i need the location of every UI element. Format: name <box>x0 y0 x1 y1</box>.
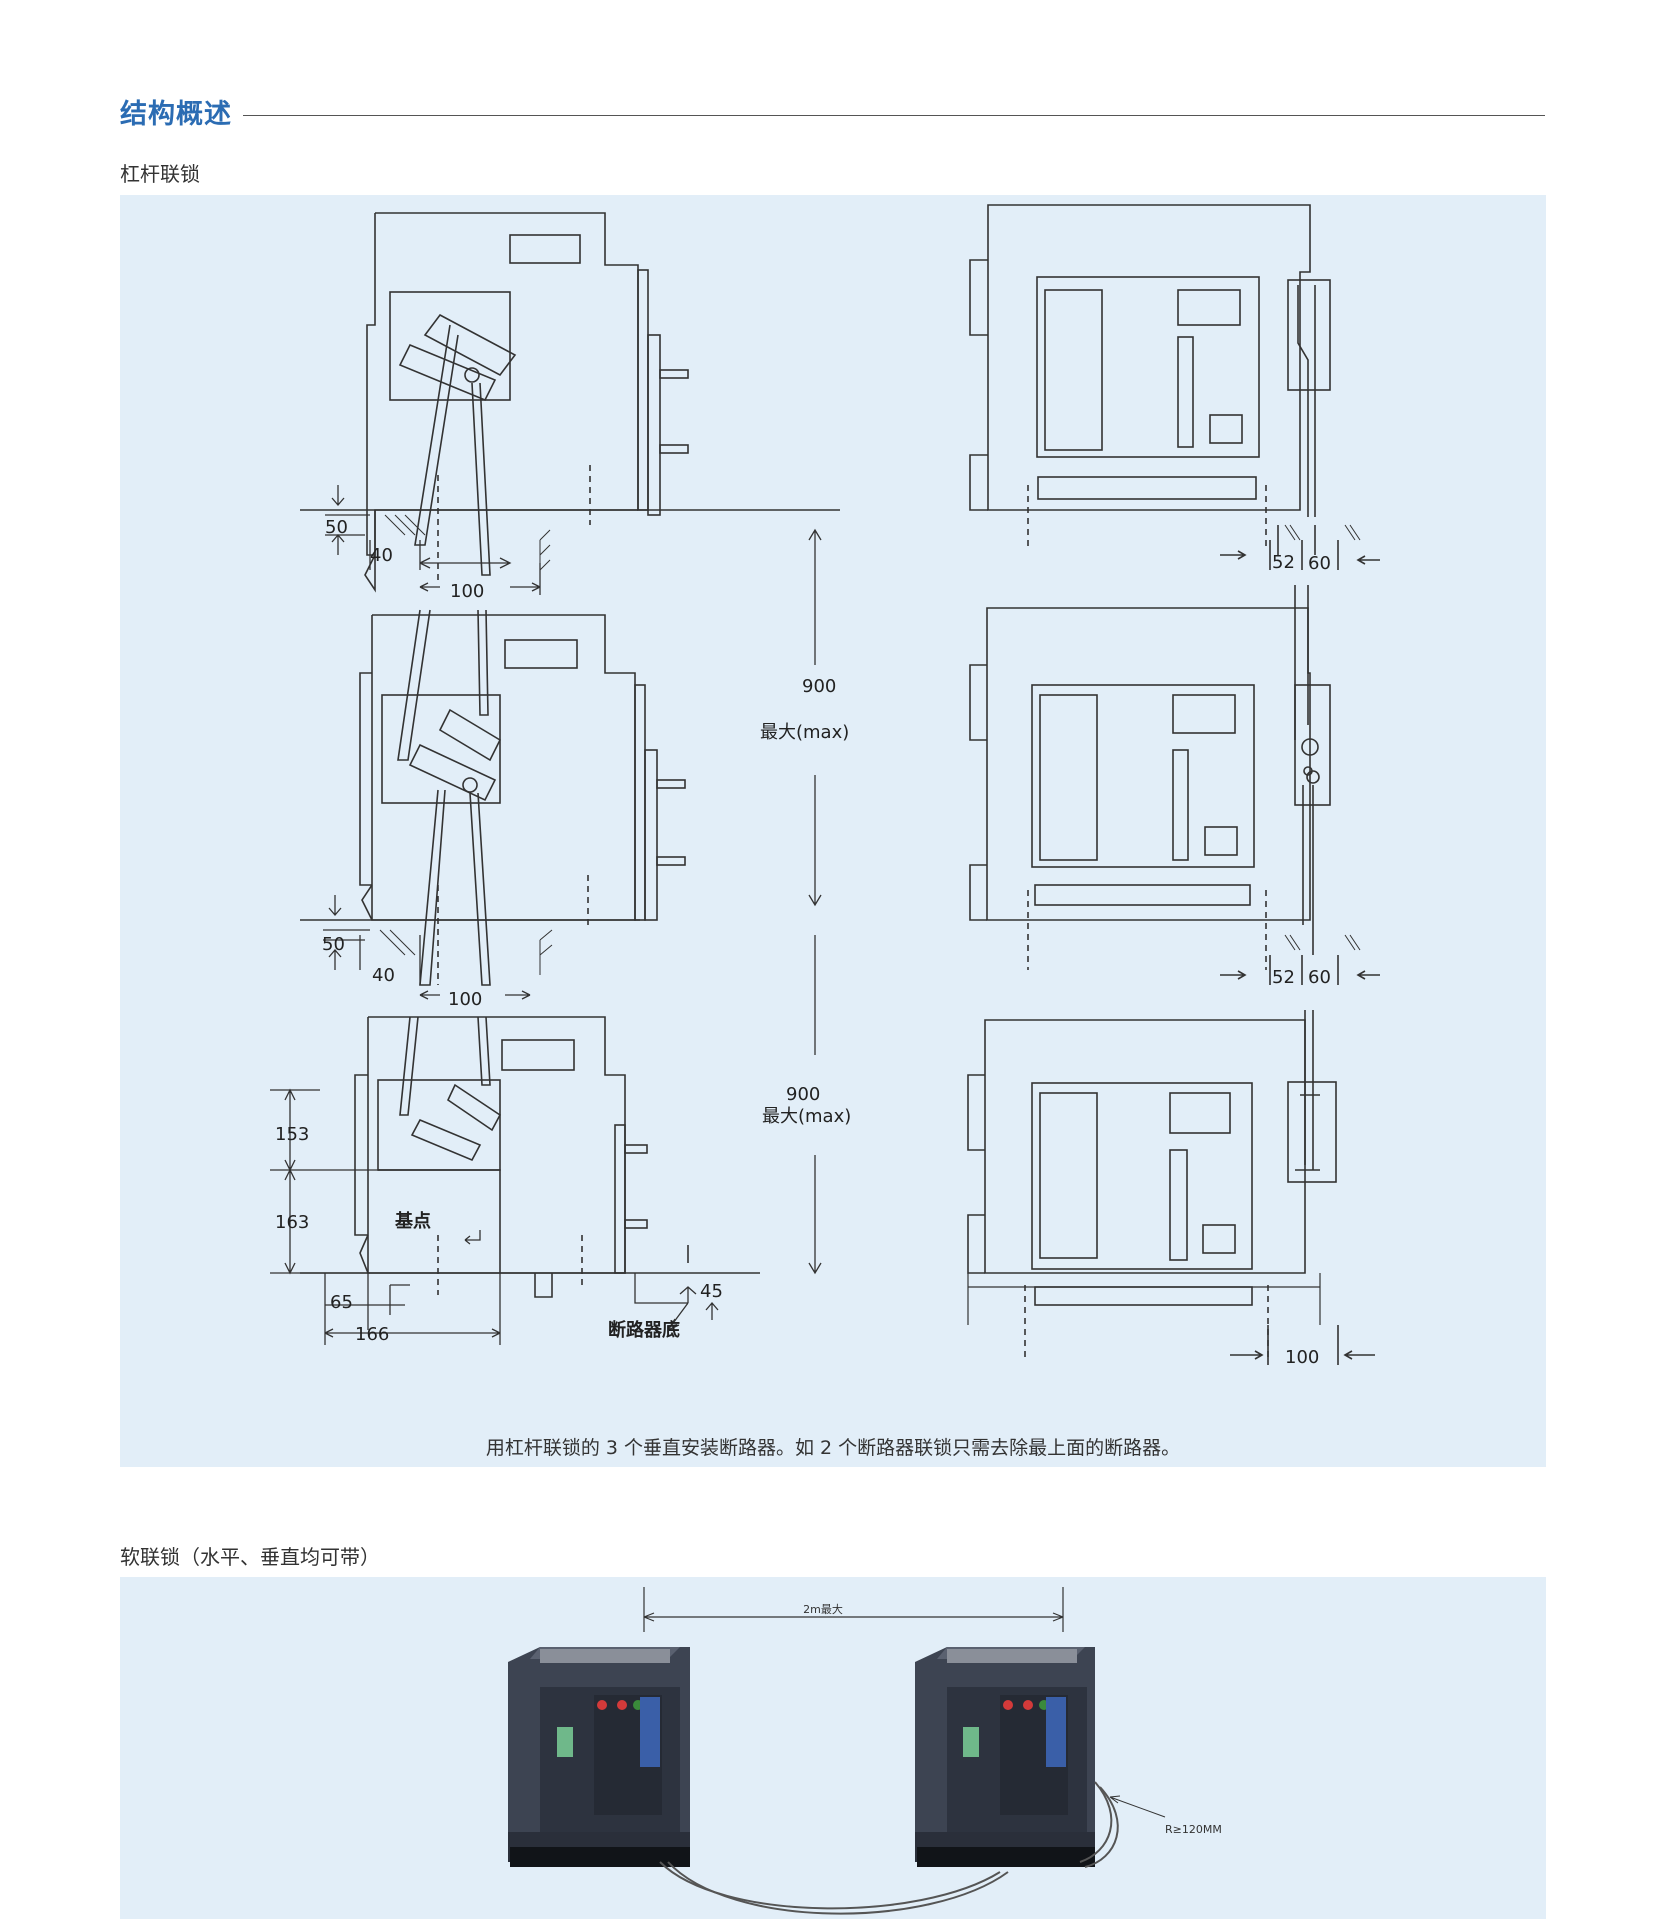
lever-interlock-subtitle: 杠杆联锁 <box>120 162 200 186</box>
dim-40-top: 40 <box>370 545 393 566</box>
dim-45: 45 <box>700 1281 723 1302</box>
base-point-label: 基点 <box>394 1210 431 1232</box>
breaker-front-view-middle <box>969 585 1380 985</box>
dim-60-top: 60 <box>1308 553 1331 574</box>
lever-interlock-caption: 用杠杆联锁的 3 个垂直安装断路器。如 2 个断路器联锁只需去除最上面的断路器。 <box>485 1437 1181 1459</box>
lever-interlock-diagram-panel: 50 40 100 <box>120 195 1546 1467</box>
dim-65: 65 <box>330 1292 353 1313</box>
breaker-front-view-bottom <box>967 1010 1375 1365</box>
breaker-side-view-bottom <box>300 1016 760 1298</box>
dim-50-top: 50 <box>325 517 348 538</box>
vertical-900-dimension <box>808 528 822 1275</box>
dim-100-middle: 100 <box>448 989 482 1010</box>
dim-100-right: 100 <box>1285 1347 1319 1368</box>
dim-max-bottom: 最大(max) <box>762 1106 851 1127</box>
lever-interlock-drawing: 50 40 100 <box>270 204 1380 1368</box>
dim-50-middle: 50 <box>322 934 345 955</box>
dim-40-middle: 40 <box>372 965 395 986</box>
breaker-side-view-top <box>300 212 840 593</box>
radius-label: R≥120MM <box>1165 1823 1222 1836</box>
dim-163: 163 <box>275 1212 309 1233</box>
interlock-cable <box>659 1781 1119 1915</box>
radius-pointer <box>1109 1795 1166 1818</box>
dim-900-bottom: 900 <box>786 1084 820 1105</box>
breaker-front-view-top <box>969 204 1380 570</box>
dim-52-middle: 52 <box>1272 967 1295 988</box>
soft-interlock-subtitle: 软联锁（水平、垂直均可带） <box>120 1545 380 1569</box>
dim-100-top: 100 <box>450 581 484 602</box>
breaker-photo-right <box>915 1647 1095 1867</box>
dim-153: 153 <box>275 1124 309 1145</box>
dimension-lines-middle-left <box>323 895 531 1000</box>
dim-166: 166 <box>355 1324 389 1345</box>
dim-60-middle: 60 <box>1308 967 1331 988</box>
breaker-bottom-label: 断路器底 <box>608 1319 680 1341</box>
soft-interlock-drawing: 2m最大 <box>508 1587 1222 1915</box>
title-divider <box>243 115 1545 116</box>
dim-max-top: 最大(max) <box>760 722 849 743</box>
dim-52-top: 52 <box>1272 552 1295 573</box>
dim-900-top: 900 <box>802 676 836 697</box>
soft-interlock-panel: 2m最大 <box>120 1577 1546 1919</box>
page-title: 结构概述 <box>120 99 232 130</box>
distance-dimension <box>643 1587 1064 1632</box>
distance-label: 2m最大 <box>803 1602 843 1616</box>
dimension-lines-top-left <box>325 485 541 595</box>
dimension-lines-bottom-left <box>270 1088 719 1345</box>
breaker-photo-left <box>508 1647 690 1867</box>
breaker-side-view-middle <box>300 609 686 986</box>
